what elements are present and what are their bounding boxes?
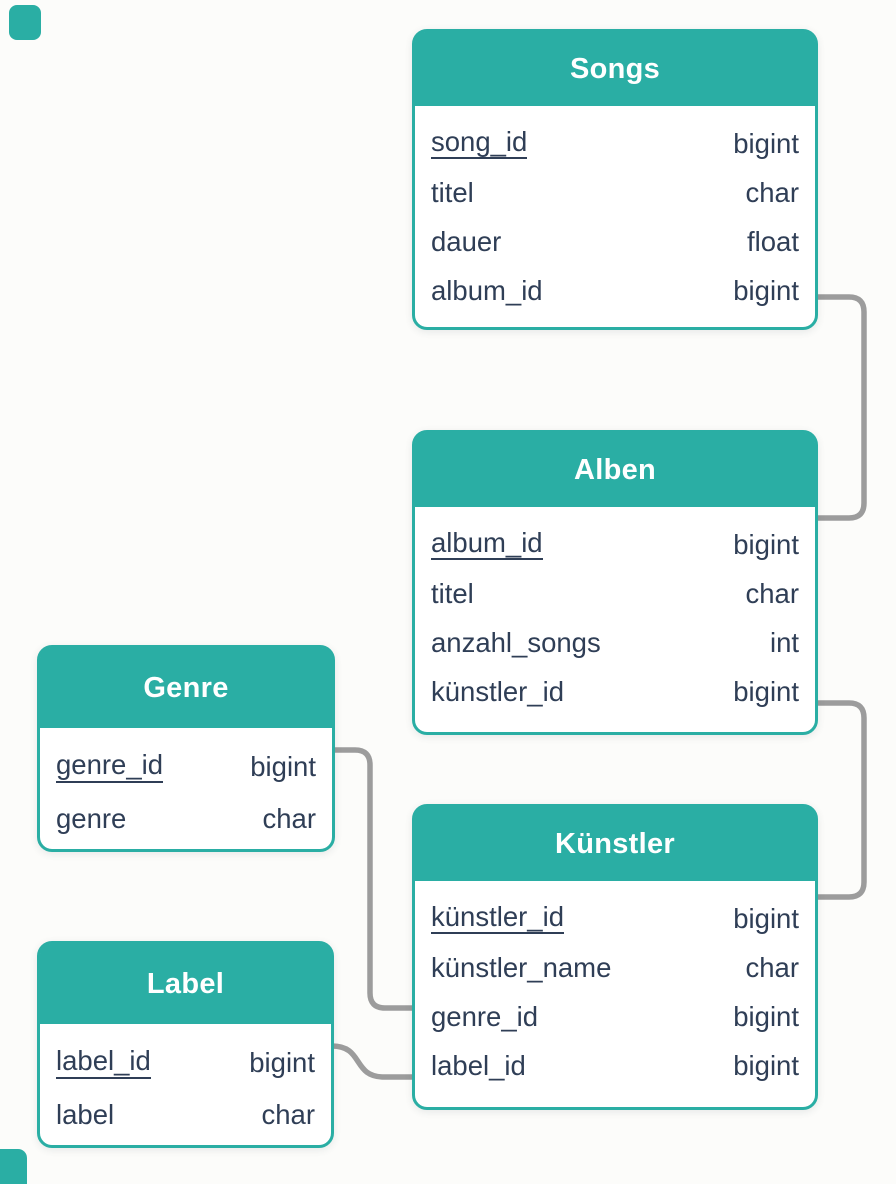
field-row: song_id bigint xyxy=(431,119,799,168)
field-name: titel xyxy=(431,577,474,609)
field-row: genre char xyxy=(56,793,316,845)
field-row: titel char xyxy=(431,168,799,217)
field-name: titel xyxy=(431,176,474,208)
field-type: bigint xyxy=(250,751,316,782)
field-row: genre_id bigint xyxy=(56,741,316,793)
field-type: char xyxy=(745,176,800,208)
field-type: bigint xyxy=(733,675,799,707)
field-row: label_id bigint xyxy=(56,1037,315,1089)
field-name-pk: song_id xyxy=(431,127,528,160)
table-kuenstler-title: Künstler xyxy=(554,827,676,860)
field-row: künstler_name char xyxy=(431,943,799,992)
field-type: bigint xyxy=(733,127,799,159)
connector-genre-kuenstler xyxy=(329,747,419,1011)
field-row: label char xyxy=(56,1089,315,1141)
field-type: char xyxy=(745,951,800,983)
field-name-pk: genre_id xyxy=(56,750,164,783)
field-type: bigint xyxy=(733,902,799,934)
table-genre-header: Genre xyxy=(40,648,332,728)
table-label-title: Label xyxy=(146,967,225,1000)
field-row: anzahl_songs int xyxy=(431,618,799,667)
table-songs-header: Songs xyxy=(415,32,815,106)
table-alben-title: Alben xyxy=(573,453,657,486)
table-songs[interactable]: Songs song_id bigint titel char dauer fl… xyxy=(412,29,818,330)
field-name: dauer xyxy=(431,225,502,257)
field-name: anzahl_songs xyxy=(431,626,601,658)
connector-label-kuenstler xyxy=(329,1043,419,1080)
table-alben-fields: album_id bigint titel char anzahl_songs … xyxy=(415,507,815,716)
field-name-pk: künstler_id xyxy=(431,902,564,935)
field-row: album_id bigint xyxy=(431,520,799,569)
field-row: titel char xyxy=(431,569,799,618)
field-name: album_id xyxy=(431,274,543,306)
field-name: label xyxy=(56,1099,115,1130)
table-genre-title: Genre xyxy=(143,671,229,704)
table-alben-header: Alben xyxy=(415,433,815,507)
table-label-header: Label xyxy=(40,944,331,1024)
table-alben[interactable]: Alben album_id bigint titel char anzahl_… xyxy=(412,430,818,735)
offcanvas-entity-fragment-bottom-left xyxy=(0,1149,27,1184)
table-label-fields: label_id bigint label char xyxy=(40,1024,331,1141)
table-genre-fields: genre_id bigint genre char xyxy=(40,728,332,845)
field-type: float xyxy=(747,225,799,257)
field-type: char xyxy=(745,577,800,609)
field-name-pk: album_id xyxy=(431,528,543,561)
field-row: künstler_id bigint xyxy=(431,667,799,716)
field-name: label_id xyxy=(431,1049,526,1081)
offcanvas-entity-fragment-top-left xyxy=(9,5,41,40)
connector-alben-kuenstler xyxy=(811,700,867,900)
field-type: bigint xyxy=(733,1049,799,1081)
table-label[interactable]: Label label_id bigint label char xyxy=(37,941,334,1148)
table-genre[interactable]: Genre genre_id bigint genre char xyxy=(37,645,335,852)
field-type: char xyxy=(261,1099,316,1130)
field-type: bigint xyxy=(733,1000,799,1032)
field-type: bigint xyxy=(249,1047,315,1078)
field-name-pk: label_id xyxy=(56,1046,151,1079)
field-name: künstler_id xyxy=(431,675,564,707)
table-kuenstler[interactable]: Künstler künstler_id bigint künstler_nam… xyxy=(412,804,818,1110)
field-type: bigint xyxy=(733,274,799,306)
field-name: künstler_name xyxy=(431,951,612,983)
table-songs-title: Songs xyxy=(569,52,661,85)
table-songs-fields: song_id bigint titel char dauer float al… xyxy=(415,106,815,315)
connector-songs-alben xyxy=(811,294,867,521)
field-row: album_id bigint xyxy=(431,266,799,315)
field-name: genre_id xyxy=(431,1000,539,1032)
field-name: genre xyxy=(56,803,127,834)
table-kuenstler-fields: künstler_id bigint künstler_name char ge… xyxy=(415,881,815,1090)
field-type: bigint xyxy=(733,528,799,560)
field-type: char xyxy=(262,803,317,834)
field-type: int xyxy=(769,626,799,658)
field-row: genre_id bigint xyxy=(431,992,799,1041)
field-row: dauer float xyxy=(431,217,799,266)
field-row: label_id bigint xyxy=(431,1041,799,1090)
field-row: künstler_id bigint xyxy=(431,894,799,943)
table-kuenstler-header: Künstler xyxy=(415,807,815,881)
